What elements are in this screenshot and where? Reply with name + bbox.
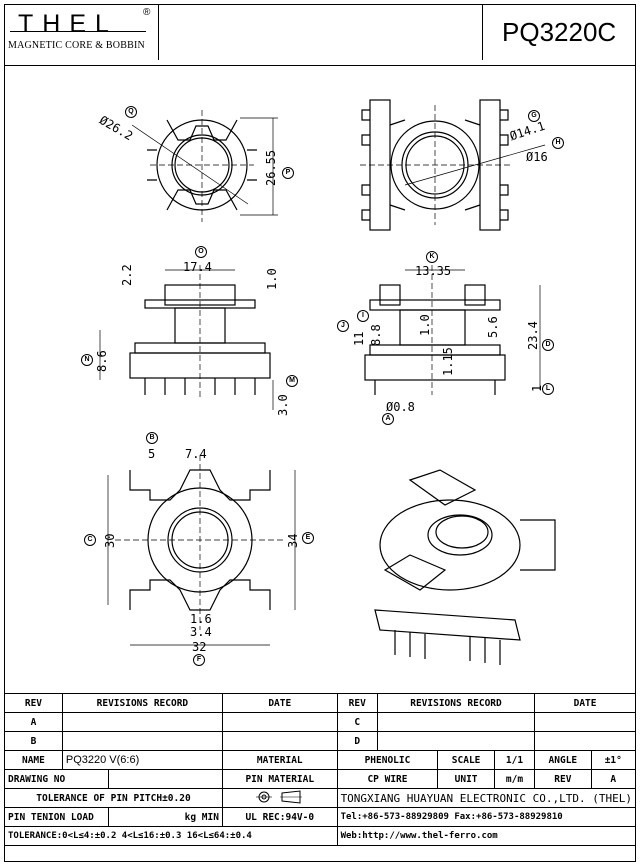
dim-7-4: 7.4 bbox=[185, 447, 207, 461]
marker-q: Q bbox=[125, 106, 137, 118]
front-section bbox=[364, 265, 541, 395]
dim-17-4: 17.4 bbox=[183, 260, 212, 274]
marker-i: I bbox=[357, 310, 369, 322]
unit-value: m/m bbox=[493, 769, 536, 789]
isometric-view bbox=[374, 469, 556, 665]
dim-1-0-top: 1.0 bbox=[265, 268, 279, 290]
rev-header-left: REV bbox=[4, 693, 63, 713]
part-number: PQ3220C bbox=[502, 17, 617, 47]
date-header-left: DATE bbox=[221, 693, 338, 713]
dim-34: 34 bbox=[286, 533, 300, 548]
dim-30: 30 bbox=[103, 533, 117, 548]
rev-c: C bbox=[336, 712, 378, 732]
revisions-record-header-right: REVISIONS RECORD bbox=[376, 693, 536, 713]
header-divider bbox=[5, 65, 635, 66]
marker-l: L bbox=[542, 383, 554, 395]
dim-8-8: 8.8 bbox=[369, 324, 383, 346]
marker-e: E bbox=[302, 532, 314, 544]
scale-label: SCALE bbox=[437, 750, 495, 770]
rev-a: A bbox=[4, 712, 63, 732]
registered-mark: ® bbox=[143, 7, 151, 18]
dim-3-0: 3.0 bbox=[276, 394, 290, 416]
top-view-pins bbox=[360, 99, 546, 231]
dim-1-6: 1.6 bbox=[190, 612, 212, 626]
marker-b: B bbox=[146, 432, 158, 444]
marker-j: J bbox=[337, 320, 349, 332]
projection-symbol bbox=[221, 788, 338, 808]
rev-value: A bbox=[590, 769, 637, 789]
dim-11: 11 bbox=[352, 331, 366, 346]
dim-8-6: 8.6 bbox=[95, 350, 109, 372]
website: Web:http://www.thel-ferro.com bbox=[336, 826, 637, 846]
marker-m: M bbox=[286, 375, 298, 387]
marker-a: A bbox=[382, 413, 394, 425]
dim-5: 5 bbox=[148, 447, 156, 461]
top-view-bobbin bbox=[131, 110, 278, 222]
marker-g: G bbox=[528, 110, 540, 122]
title-block: REV REVISIONS RECORD DATE REV REVISIONS … bbox=[4, 693, 637, 862]
cp-wire: CP WIRE bbox=[336, 769, 439, 789]
dim-1-0-mid: 1.0 bbox=[418, 314, 432, 336]
kg-min: kg MIN bbox=[107, 807, 223, 827]
dim-2-2: 2.2 bbox=[120, 264, 134, 286]
name-value: PQ3220 V(6:6) bbox=[61, 750, 223, 770]
logo-underline bbox=[10, 31, 146, 32]
dim-1-15: 1.15 bbox=[441, 347, 455, 376]
angle-label: ANGLE bbox=[534, 750, 592, 770]
bottom-view bbox=[107, 455, 296, 646]
marker-k: K bbox=[426, 251, 438, 263]
marker-f: F bbox=[193, 654, 205, 666]
dim-diameter-16: Ø16 bbox=[526, 150, 548, 164]
ul-rating: UL REC:94V-0 bbox=[221, 807, 338, 827]
angle-value: ±1° bbox=[590, 750, 637, 770]
tolerance-pin-pitch: TOLERANCE OF PIN PITCH±0.20 bbox=[4, 788, 223, 808]
dim-5-6: 5.6 bbox=[486, 316, 500, 338]
rev-d: D bbox=[336, 731, 378, 751]
dim-diameter-0-8: Ø0.8 bbox=[386, 400, 415, 414]
scale-value: 1/1 bbox=[493, 750, 536, 770]
marker-h: H bbox=[552, 137, 564, 149]
material-label: MATERIAL bbox=[221, 750, 338, 770]
contact-tel-fax: Tel:+86-573-88929809 Fax:+86-573-8892981… bbox=[336, 807, 637, 827]
drawing-no-label: DRAWING NO bbox=[4, 769, 109, 789]
dim-26-55: 26.55 bbox=[264, 149, 278, 186]
marker-o: O bbox=[195, 246, 207, 258]
dim-32: 32 bbox=[192, 640, 207, 654]
part-number-box bbox=[482, 4, 637, 60]
marker-n: N bbox=[81, 354, 93, 366]
tolerance-ranges: TOLERANCE:0<L≤4:±0.2 4<L≤16:±0.3 16<L≤64… bbox=[4, 826, 338, 846]
material-value: PHENOLIC bbox=[336, 750, 439, 770]
date-header-right: DATE bbox=[534, 693, 636, 713]
rev-header-right: REV bbox=[336, 693, 378, 713]
marker-d: D bbox=[542, 339, 554, 351]
dim-13-35: 13.35 bbox=[415, 264, 452, 278]
company-name: TONGXIANG HUAYUAN ELECTRONIC CO.,LTD. (T… bbox=[336, 788, 637, 808]
pin-tension-label: PIN TENION LOAD bbox=[4, 807, 109, 827]
side-view bbox=[99, 265, 274, 410]
marker-p: P bbox=[282, 167, 294, 179]
revisions-record-header-left: REVISIONS RECORD bbox=[61, 693, 223, 713]
name-label: NAME bbox=[4, 750, 63, 770]
dim-23-4: 23.4 bbox=[526, 321, 540, 350]
projection-icon bbox=[255, 789, 302, 804]
logo-box bbox=[4, 4, 159, 60]
unit-label: UNIT bbox=[437, 769, 495, 789]
logo: THEL bbox=[18, 10, 118, 38]
pin-material-label: PIN MATERIAL bbox=[221, 769, 338, 789]
dim-3-4: 3.4 bbox=[190, 625, 212, 639]
rev-b: B bbox=[4, 731, 63, 751]
marker-c: C bbox=[84, 534, 96, 546]
rev-label: REV bbox=[534, 769, 592, 789]
logo-subtitle: MAGNETIC CORE & BOBBIN bbox=[8, 40, 145, 51]
drawing-sheet bbox=[4, 4, 636, 862]
